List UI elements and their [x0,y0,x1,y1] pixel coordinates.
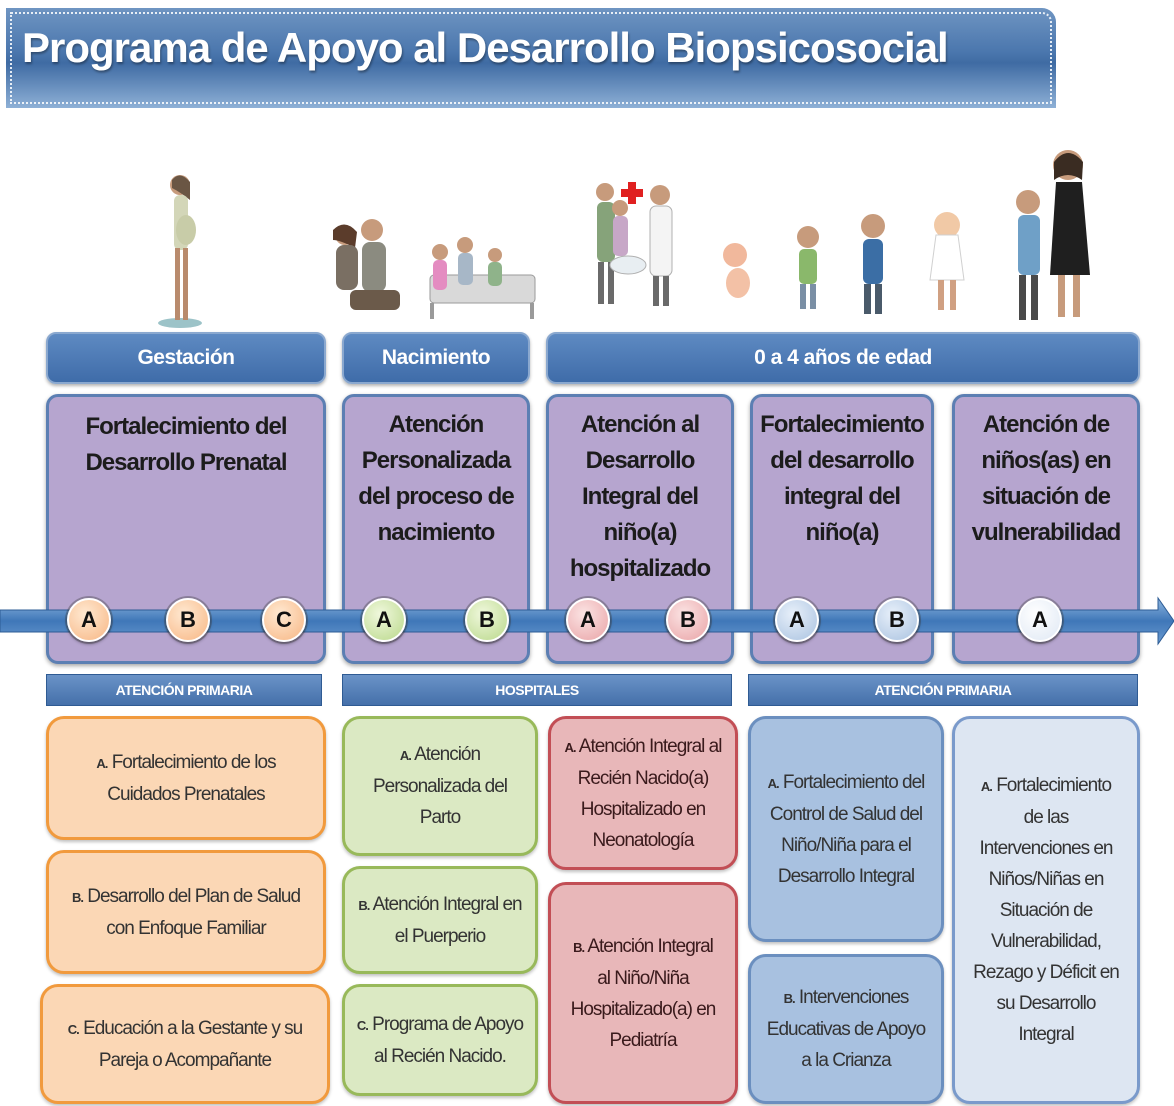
stage-header-nacimiento: Nacimiento [342,332,530,384]
component-nacimiento-b: B. Atención Integral en el Puerperio [342,866,538,974]
older-children-figure [1016,150,1090,320]
pregnant-woman-figure [158,175,202,328]
marker-prenatal-b: B [166,598,210,642]
component-letter: C. [67,1021,80,1037]
stage-header-gestacion: Gestación [46,332,326,384]
page-title: Programa de Apoyo al Desarrollo Biopsico… [22,24,949,71]
marker-desarrollo-b: B [875,598,919,642]
component-prenatal-a: A. Fortalecimiento de los Cuidados Prena… [46,716,326,840]
component-nacimiento-a: A. Atención Personalizada del Parto [342,716,538,856]
parents-figure [333,219,400,310]
component-hospitalizado-b: B. Atención Integral al Niño/Niña Hospit… [548,882,738,1104]
component-letter: A. [980,779,993,794]
component-text: Atención Integral al Niño/Niña Hospitali… [570,935,717,1051]
program-title: Atención al Desarrollo Integral del niño… [569,411,711,582]
component-text: Atención Integral en el Puerperio [372,893,523,947]
component-letter: A. [564,739,577,755]
marker-prenatal-a: A [67,598,111,642]
program-title: Fortalecimiento del desarrollo integral … [760,411,925,546]
component-text: Fortalecimiento del Control de Salud del… [769,771,925,887]
component-prenatal-b: B. Desarrollo del Plan de Salud con Enfo… [46,850,326,974]
component-text: Desarrollo del Plan de Salud con Enfoque… [87,885,301,939]
baby-figure [723,243,750,298]
program-title: Fortalecimiento del Desarrollo Prenatal [85,413,287,476]
component-text: Educación a la Gestante y su Pareja o Ac… [83,1017,303,1071]
program-title: Atención de niños(as) en situación de vu… [971,411,1122,546]
marker-nacimiento-b: B [465,598,509,642]
component-desarrollo-a: A. Fortalecimiento del Control de Salud … [748,716,944,942]
component-desarrollo-b: B. Intervenciones Educativas de Apoyo a … [748,954,944,1104]
component-text: Intervenciones Educativas de Apoyo a la … [766,987,926,1071]
doctor-and-parents-figure [596,182,673,306]
toddler-figure [797,226,819,309]
stage-header-0-4-anos: 0 a 4 años de edad [546,332,1140,384]
component-letter: A. [399,748,412,763]
component-text: Programa de Apoyo al Recién Nacido. [372,1013,524,1067]
component-letter: A. [96,755,108,771]
program-title: Atención Personalizada del proceso de na… [358,411,514,546]
component-nacimiento-c: C. Programa de Apoyo al Recién Nacido. [342,984,538,1096]
component-letter: B. [573,939,585,955]
component-letter: B. [783,991,796,1006]
illustrations [158,150,1090,328]
section-label-atencion-primaria: ATENCIÓN PRIMARIA [748,674,1138,706]
section-label-atencion-primaria: ATENCIÓN PRIMARIA [46,674,322,706]
component-text: Fortalecimiento de las Intervenciones en… [973,775,1120,1045]
marker-hospitalizado-a: A [566,598,610,642]
marker-vulnerabilidad-a: A [1018,598,1062,642]
young-girl-figure [929,212,965,310]
component-letter: C. [356,1017,369,1033]
young-boy-figure [861,214,885,314]
component-text: Fortalecimiento de los Cuidados Prenatal… [107,751,276,805]
marker-hospitalizado-b: B [666,598,710,642]
marker-desarrollo-a: A [775,598,819,642]
component-prenatal-c: C. Educación a la Gestante y su Pareja o… [40,984,330,1104]
component-vulnerabilidad-a: A. Fortalecimiento de las Intervenciones… [952,716,1140,1104]
component-hospitalizado-a: A. Atención Integral al Recién Nacido(a)… [548,716,738,870]
marker-prenatal-c: C [262,598,306,642]
component-letter: A. [767,775,780,791]
component-letter: B. [71,889,84,905]
section-label-hospitales: HOSPITALES [342,674,732,706]
component-text: Atención Personalizada del Parto [372,744,508,828]
component-letter: B. [358,897,370,913]
component-text: Atención Integral al Recién Nacido(a) Ho… [577,735,723,851]
family-hospital-bed-figure [429,237,536,319]
title-banner [6,8,1056,108]
marker-nacimiento-a: A [362,598,406,642]
